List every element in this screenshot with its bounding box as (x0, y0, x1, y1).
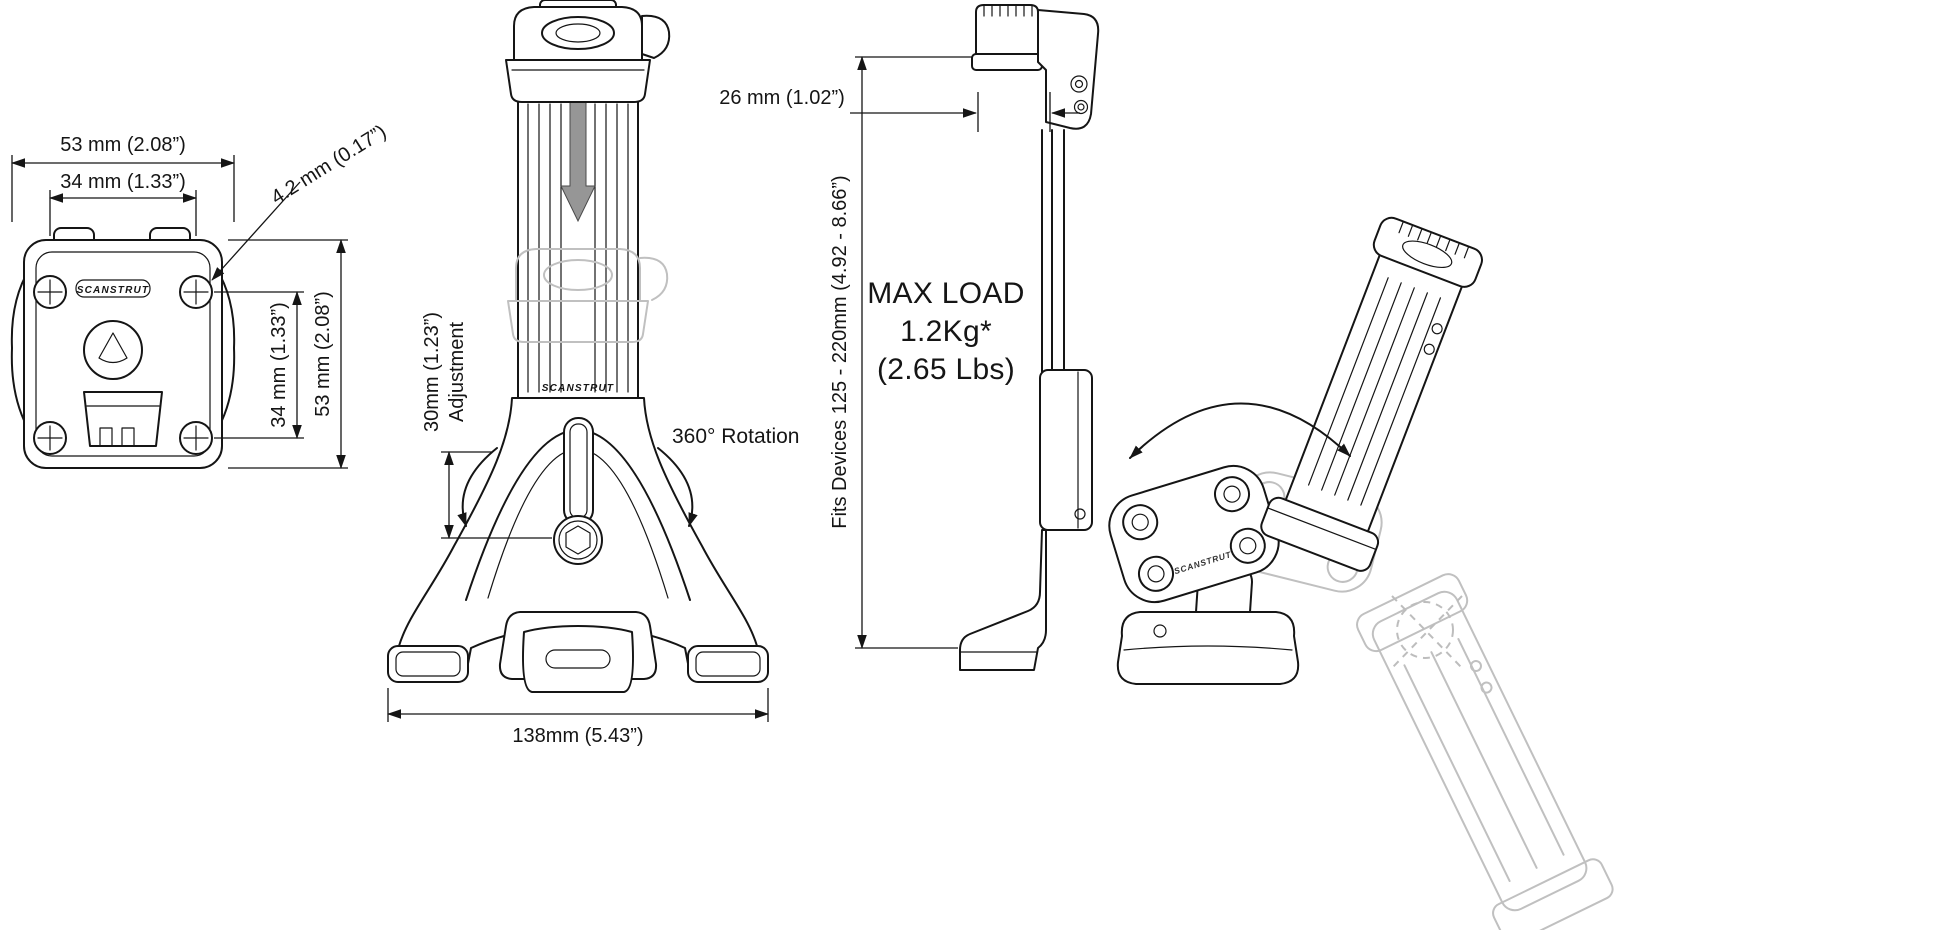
rotation-label: 360° Rotation (672, 425, 800, 448)
screw-hole-top-left (33, 275, 67, 309)
screw-hole-bottom-right (179, 421, 213, 455)
side-view: 26 mm (1.02”) Fits Devices 125 - 220mm (… (719, 4, 1100, 671)
ghost-clamp (507, 248, 669, 343)
base-mount (498, 611, 658, 693)
dim-height-outer: 53 mm (2.08”) (228, 239, 348, 469)
dim-adjustment-label: 30mm (1.23”) (421, 312, 443, 432)
dim-width-inner-label: 34 mm (1.33”) (60, 171, 186, 193)
dim-adjustment: 30mm (1.23”) Adjustment (421, 312, 552, 539)
back-plate-view: SCANSTRUT 53 mm (2.08”) 34 mm (1.33”) 4 (10, 121, 390, 469)
dim-fits-devices: Fits Devices 125 - 220mm (4.92 - 8.66”) (829, 56, 972, 649)
back-plate-drawing: SCANSTRUT (10, 227, 236, 469)
ghost-tablet (1356, 573, 1614, 930)
dim-base-width: 138mm (5.43”) (387, 688, 769, 747)
dim-width-inner: 34 mm (1.33”) (49, 171, 197, 236)
max-load-note: MAX LOAD 1.2Kg* (2.65 Lbs) (867, 277, 1024, 386)
screw-hole-top-right (179, 275, 213, 309)
rotation-arrow-right-icon (657, 447, 698, 527)
ghost-linkage (1391, 595, 1463, 669)
dim-height-inner-label: 34 mm (1.33”) (268, 302, 290, 428)
side-drawing (959, 4, 1100, 671)
mount-clip (83, 391, 163, 447)
dim-width-outer: 53 mm (2.08”) (11, 134, 235, 222)
max-load-line3: (2.65 Lbs) (877, 353, 1015, 386)
dim-height-inner: 34 mm (1.33”) (214, 291, 304, 439)
logo-emblem-icon (83, 320, 143, 380)
max-load-line2: 1.2Kg* (900, 315, 992, 348)
angled-tablet (1260, 216, 1483, 572)
rotation-arrow-left-icon (457, 447, 498, 527)
dim-width-outer-label: 53 mm (2.08”) (60, 134, 186, 156)
adjustment-word-label: Adjustment (446, 322, 468, 422)
back-plate-brand-label: SCANSTRUT (77, 285, 149, 296)
front-view: SCANSTRUT 3 (387, 0, 800, 747)
screw-hole-bottom-left (33, 421, 67, 455)
dim-hole-diameter-label: 4.2 mm (0.17”) (267, 121, 390, 209)
top-clamp (505, 0, 671, 103)
ball-joint: SCANSTRUT (1108, 464, 1280, 604)
front-drawing: SCANSTRUT (387, 0, 769, 693)
dim-clamp-depth: 26 mm (1.02”) (719, 87, 1080, 132)
dim-fits-devices-label: Fits Devices 125 - 220mm (4.92 - 8.66”) (829, 175, 851, 528)
dim-base-width-label: 138mm (5.43”) (512, 725, 643, 747)
dim-clamp-depth-label: 26 mm (1.02”) (719, 87, 845, 109)
swivel-arrow-icon (1129, 402, 1351, 459)
front-brand-label: SCANSTRUT (542, 383, 614, 394)
dim-height-outer-label: 53 mm (2.08”) (312, 291, 334, 417)
dim-hole-diameter: 4.2 mm (0.17”) (211, 121, 390, 281)
max-load-line1: MAX LOAD (867, 277, 1024, 310)
angled-view: SCANSTRUT (1108, 216, 1614, 930)
